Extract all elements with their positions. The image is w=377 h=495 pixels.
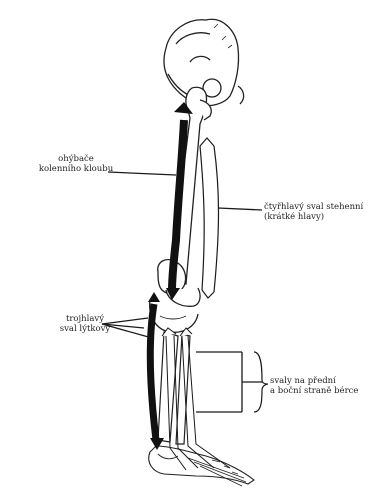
label-knee-flexor: ohýbače kolenního kloubu	[30, 154, 122, 174]
quadriceps-muscle-arrow	[200, 138, 219, 298]
foot	[149, 446, 254, 486]
label-shin-muscles: svaly na přední a boční straně bérce	[270, 376, 358, 396]
label-triceps-surae: trojhlavý sval lýtkový	[50, 314, 120, 334]
label-quadriceps: čtyřhlavý sval stehenní (krátké hlavy)	[264, 202, 363, 222]
